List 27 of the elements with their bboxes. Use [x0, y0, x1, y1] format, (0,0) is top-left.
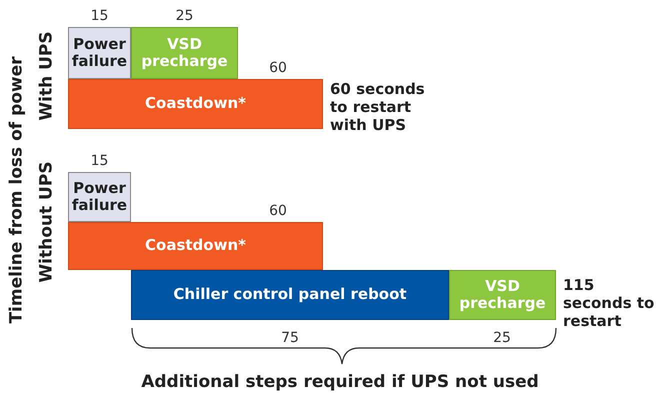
axis-title: Timeline from loss of power: [6, 56, 26, 324]
duration-label: 60: [268, 203, 288, 219]
note: 60 seconds to restart with UPS: [330, 80, 426, 134]
duration-label: 60: [268, 60, 288, 76]
duration-label: 25: [174, 8, 194, 24]
duration-label: 75: [280, 330, 300, 347]
duration-label: 25: [492, 330, 512, 347]
duration-label: 15: [90, 8, 110, 24]
timeline-bar: [68, 222, 323, 270]
bar-label: Power failure: [70, 180, 128, 214]
row-label: Without UPS: [36, 161, 56, 283]
note: 115 seconds to restart: [563, 276, 656, 330]
bar-label: VSD precharge: [458, 278, 547, 312]
caption-text: Additional steps required if UPS not used: [140, 372, 540, 392]
timeline-bar: [68, 172, 131, 222]
bar-label: Chiller control panel reboot: [173, 286, 407, 304]
timeline-bar: [68, 79, 323, 129]
timeline-bar: [449, 270, 556, 320]
timeline-bar: [68, 27, 131, 79]
row-label: With UPS: [36, 31, 56, 121]
bar-label: Coastdown*: [145, 95, 246, 113]
bar-label: Coastdown*: [145, 237, 246, 255]
bar-label: VSD precharge: [140, 36, 229, 70]
bar-label: Power failure: [70, 36, 128, 70]
timeline-bar: [131, 27, 238, 79]
timeline-bar: [131, 270, 449, 320]
duration-label: 15: [90, 153, 110, 169]
